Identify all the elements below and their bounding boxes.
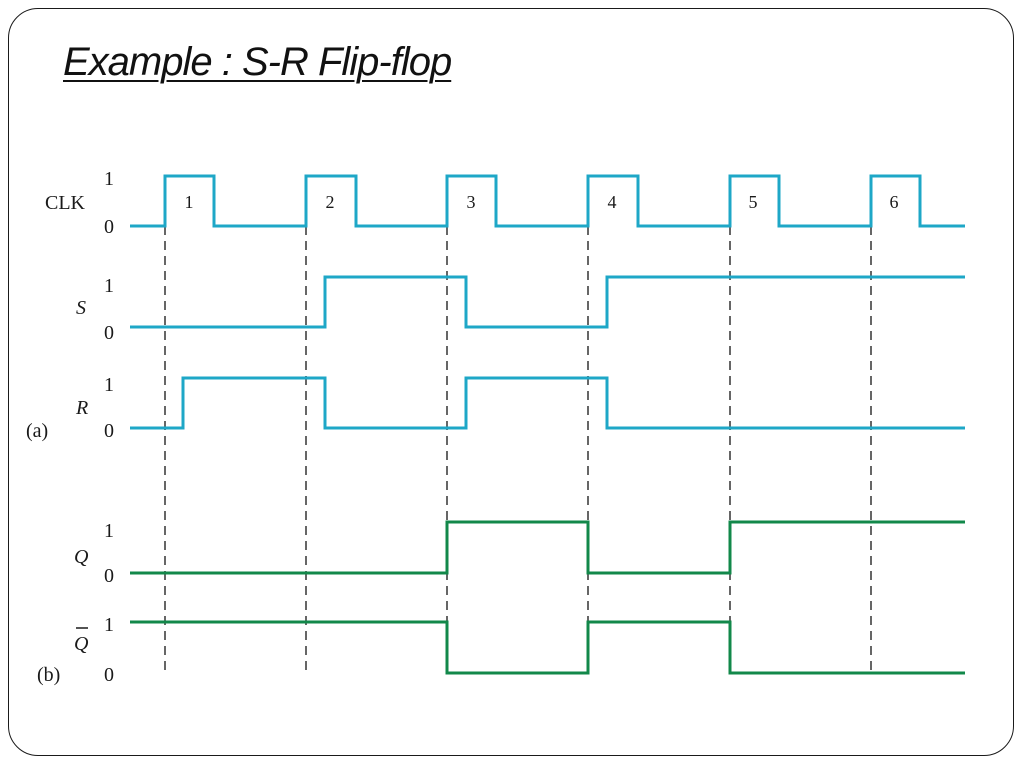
r-waveform xyxy=(130,376,965,430)
clock-pulse-number: 4 xyxy=(608,192,617,212)
clk-low-label: 0 xyxy=(104,216,114,238)
clock-pulse-number: 5 xyxy=(749,192,758,212)
clock-pulse-number: 6 xyxy=(890,192,899,212)
qbar-low-label: 0 xyxy=(104,664,114,686)
clk-high-label: 1 xyxy=(104,168,114,190)
qbar-waveform xyxy=(130,620,965,675)
panel-a-label: (a) xyxy=(26,420,48,442)
q-label: Q xyxy=(74,546,89,568)
clock-pulse-number: 3 xyxy=(467,192,476,212)
s-low-label: 0 xyxy=(104,322,114,344)
clock-pulse-numbers: 1 2 3 4 5 6 xyxy=(185,192,899,212)
s-high-label: 1 xyxy=(104,275,114,297)
s-waveform xyxy=(130,275,965,329)
clock-pulse-number: 2 xyxy=(326,192,335,212)
panel-b-label: (b) xyxy=(37,664,60,686)
slide-frame xyxy=(8,8,1014,756)
r-high-label: 1 xyxy=(104,374,114,396)
clk-label: CLK xyxy=(45,192,86,214)
qbar-label: Q xyxy=(74,633,89,655)
q-high-label: 1 xyxy=(104,520,114,542)
clk-waveform xyxy=(130,174,965,228)
r-low-label: 0 xyxy=(104,420,114,442)
slide-title: Example : S-R Flip-flop xyxy=(63,40,452,84)
qbar-high-label: 1 xyxy=(104,614,114,636)
clock-pulse-number: 1 xyxy=(185,192,194,212)
s-label: S xyxy=(76,297,86,319)
q-waveform xyxy=(130,520,965,575)
q-low-label: 0 xyxy=(104,565,114,587)
clock-edge-guides xyxy=(164,226,872,673)
r-label: R xyxy=(75,397,88,419)
waveforms xyxy=(130,174,965,675)
signal-labels: CLK 1 0 S 1 0 R 1 0 (a) Q 1 0 Q 1 0 (b) xyxy=(26,168,114,686)
